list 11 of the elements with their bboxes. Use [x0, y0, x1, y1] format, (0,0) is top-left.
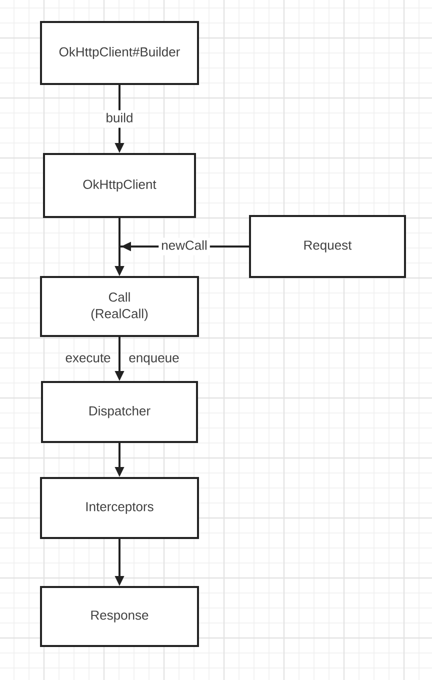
edge-label: execute — [66, 354, 110, 362]
edge-label: build — [103, 110, 136, 128]
process-box: Dispatcher — [41, 381, 198, 443]
process-box: OkHttpClient#Builder — [40, 21, 199, 85]
process-box: Response — [40, 586, 199, 647]
edge-label: newCall — [158, 238, 210, 256]
process-box: Call (RealCall) — [40, 276, 199, 337]
process-box: Interceptors — [40, 477, 199, 539]
text-label: enqueue — [129, 355, 179, 365]
process-box: Request — [249, 215, 406, 278]
process-box: OkHttpClient — [43, 153, 196, 218]
